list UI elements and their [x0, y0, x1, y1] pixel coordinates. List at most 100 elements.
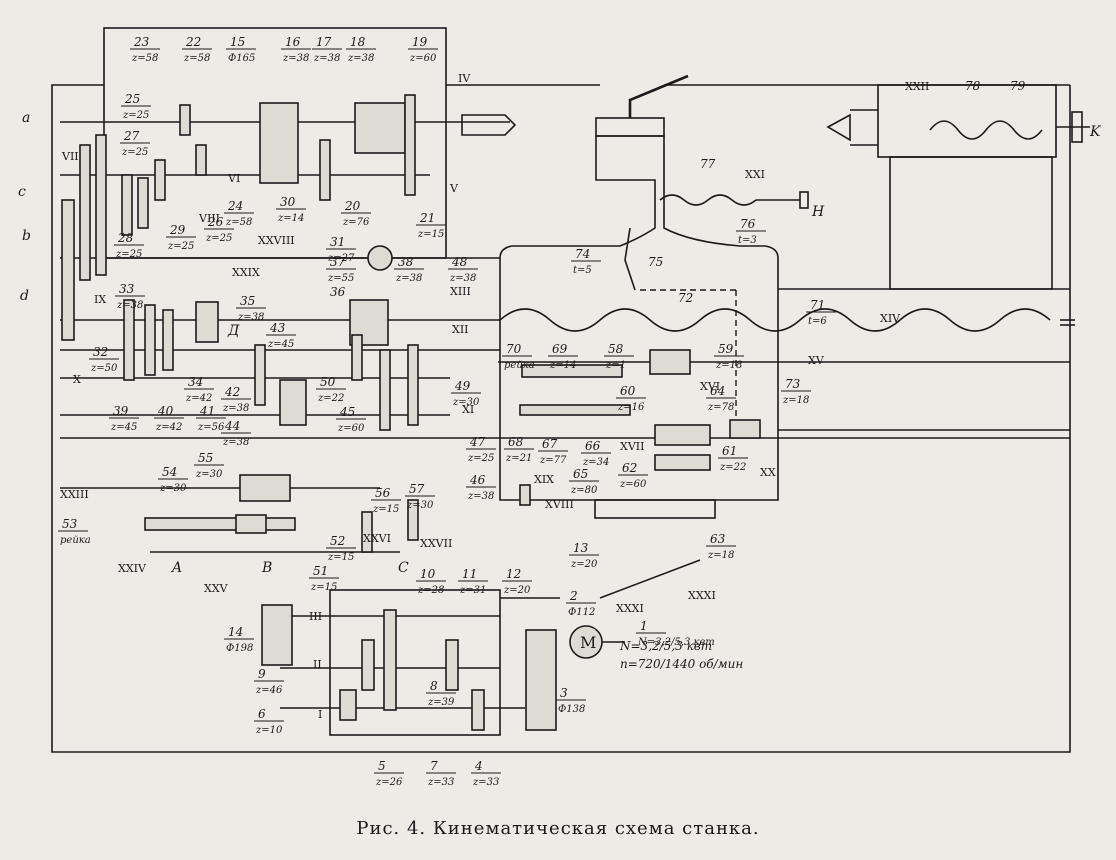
letter-label: c [18, 184, 26, 200]
shaft-label: XXVI [363, 532, 391, 545]
element-spec-20: z=76 [342, 217, 370, 228]
element-number-74: 74 [575, 247, 590, 261]
element-spec-15: Ф165 [228, 53, 255, 64]
element-number-49: 49 [454, 379, 471, 393]
element-spec-42: z=38 [222, 403, 249, 414]
element-spec-73: z=18 [782, 395, 809, 406]
letter-label: a [22, 110, 30, 126]
element-number-75: 75 [648, 255, 663, 269]
element-number-5: 5 [378, 759, 386, 773]
element-number-18: 18 [350, 35, 366, 49]
element-spec-39: z=45 [110, 422, 137, 433]
element-number-2: 2 [569, 589, 578, 603]
element-spec-48: z=38 [449, 273, 476, 284]
kinematic-diagram: 1N=3,2/5,3 квт2Ф1123Ф1384z=335z=266z=107… [18, 27, 1102, 788]
shaft-label: XXV [204, 582, 229, 595]
element-spec-19: z=60 [409, 53, 437, 64]
shaft-label: XIX [534, 473, 554, 486]
shaft-label: III [309, 610, 322, 623]
element-number-35: 35 [240, 294, 255, 308]
electric-motor: M N=3,2/5,3 квт n=720/1440 об/мин [580, 633, 743, 671]
element-number-26: 26 [207, 215, 224, 229]
element-number-40: 40 [157, 404, 174, 418]
element-spec-35: z=38 [237, 312, 264, 323]
part-labels: 1N=3,2/5,3 квт2Ф1123Ф1384z=335z=266z=107… [58, 35, 1026, 788]
element-spec-22: z=58 [183, 53, 210, 64]
shaft-label: XXII [905, 80, 929, 93]
element-spec-13: z=20 [570, 559, 598, 570]
element-number-72: 72 [678, 291, 693, 305]
element-spec-43: z=45 [267, 339, 294, 350]
element-spec-17: z=38 [313, 53, 340, 64]
element-number-60: 60 [620, 384, 636, 398]
element-number-59: 59 [718, 342, 734, 356]
element-spec-61: z=22 [719, 462, 746, 473]
letter-label: b [22, 228, 31, 244]
element-number-67: 67 [542, 437, 558, 451]
element-number-9: 9 [258, 667, 266, 681]
element-number-45: 45 [339, 405, 355, 419]
element-spec-28: z=25 [115, 249, 142, 260]
motor-speed: n=720/1440 об/мин [620, 657, 743, 671]
element-number-28: 28 [117, 231, 134, 245]
element-spec-24: z=58 [225, 217, 252, 228]
element-spec-62: z=60 [619, 479, 647, 490]
element-number-12: 12 [506, 567, 521, 581]
element-number-76: 76 [740, 217, 756, 231]
element-number-23: 23 [133, 35, 150, 49]
element-number-4: 4 [474, 759, 483, 773]
element-spec-38: z=38 [395, 273, 422, 284]
element-spec-49: z=30 [452, 397, 480, 408]
element-spec-56: z=15 [372, 504, 399, 515]
shaft-label: XXIV [118, 562, 147, 575]
element-spec-1: N=3,2/5,3 квт [637, 637, 715, 648]
element-number-1: 1 [640, 619, 648, 633]
element-number-70: 70 [506, 342, 522, 356]
element-spec-40: z=42 [155, 422, 182, 433]
element-spec-37: z=55 [327, 273, 354, 284]
element-number-44: 44 [224, 419, 240, 433]
element-number-32: 32 [93, 345, 108, 359]
element-number-77: 77 [700, 157, 716, 171]
shaft-label: XIII [450, 285, 471, 298]
element-number-53: 53 [62, 517, 78, 531]
element-spec-4: z=33 [472, 777, 499, 788]
element-number-66: 66 [585, 439, 601, 453]
element-spec-59: z=18 [715, 360, 742, 371]
headstock-housing [51, 27, 1071, 753]
element-spec-55: z=30 [195, 469, 223, 480]
element-spec-45: z=60 [337, 423, 365, 434]
element-number-22: 22 [185, 35, 201, 49]
shaft-label: XXI [745, 168, 765, 181]
letter-label: K [1089, 124, 1102, 140]
element-spec-65: z=80 [570, 485, 598, 496]
element-number-51: 51 [313, 564, 328, 578]
element-spec-26: z=25 [205, 233, 232, 244]
element-spec-29: z=25 [167, 241, 194, 252]
element-number-11: 11 [462, 567, 477, 581]
element-number-36: 36 [330, 285, 346, 299]
element-number-43: 43 [269, 321, 286, 335]
element-number-29: 29 [169, 223, 186, 237]
shaft-label: X [73, 373, 81, 386]
shaft-label: II [313, 658, 322, 671]
element-spec-60: z=16 [617, 402, 645, 413]
element-number-30: 30 [280, 195, 296, 209]
letter-label: d [20, 288, 29, 304]
shaft-label: VI [227, 172, 240, 185]
shaft-label: XXXI [688, 589, 716, 602]
tailstock [826, 84, 1090, 290]
element-spec-33: z=38 [116, 300, 143, 311]
element-number-24: 24 [227, 199, 243, 213]
element-number-63: 63 [710, 532, 726, 546]
element-number-38: 38 [398, 255, 414, 269]
element-spec-25: z=25 [122, 110, 149, 121]
element-spec-52: z=15 [327, 552, 354, 563]
element-spec-58: z=1 [605, 360, 626, 371]
shaft-label: XIV [880, 312, 901, 325]
shaft-label: XVIII [545, 498, 574, 511]
element-number-33: 33 [119, 282, 135, 296]
element-spec-31: z=27 [327, 253, 355, 264]
element-spec-18: z=38 [347, 53, 374, 64]
element-number-54: 54 [162, 465, 177, 479]
